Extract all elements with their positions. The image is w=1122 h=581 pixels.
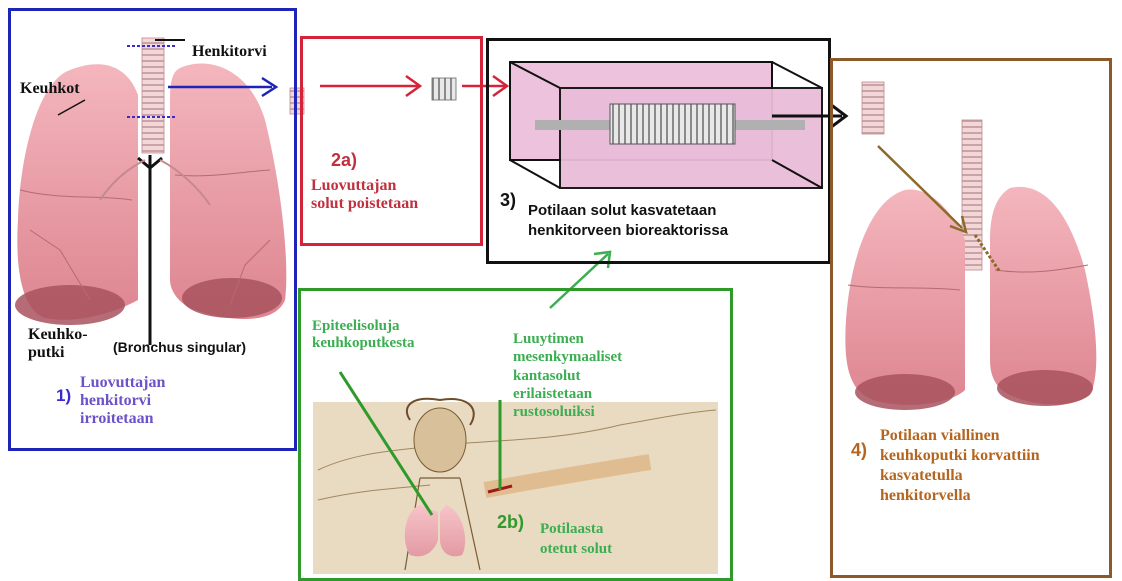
- label-epithelial: Epiteelisoluja keuhkoputkesta: [312, 318, 415, 352]
- label-bone-marrow: Luuytimen mesenkymaaliset kantasolut eri…: [513, 330, 622, 421]
- label-bronchus: Keuhko- putki: [28, 326, 88, 362]
- step-1-number: 1): [56, 386, 71, 405]
- step-3-number: 3): [500, 190, 516, 210]
- step-4-number: 4): [851, 440, 867, 460]
- label-bronchus-latin: (Bronchus singular): [113, 340, 246, 356]
- step-4-text: Potilaan viallinen keuhkoputki korvattii…: [880, 426, 1040, 506]
- step-2a-text: Luovuttajan solut poistetaan: [311, 177, 418, 213]
- step-1-text: Luovuttajan henkitorvi irroitetaan: [80, 374, 165, 428]
- step-2b-number: 2b): [497, 512, 524, 532]
- step-2a-number: 2a): [331, 150, 357, 170]
- step-3-text: Potilaan solut kasvatetaan henkitorveen …: [528, 201, 728, 242]
- label-lungs: Keuhkot: [20, 80, 80, 98]
- panel-2a-border: [300, 36, 483, 246]
- step-2b-text: Potilaasta otetut solut: [540, 520, 612, 559]
- label-trachea: Henkitorvi: [192, 43, 267, 61]
